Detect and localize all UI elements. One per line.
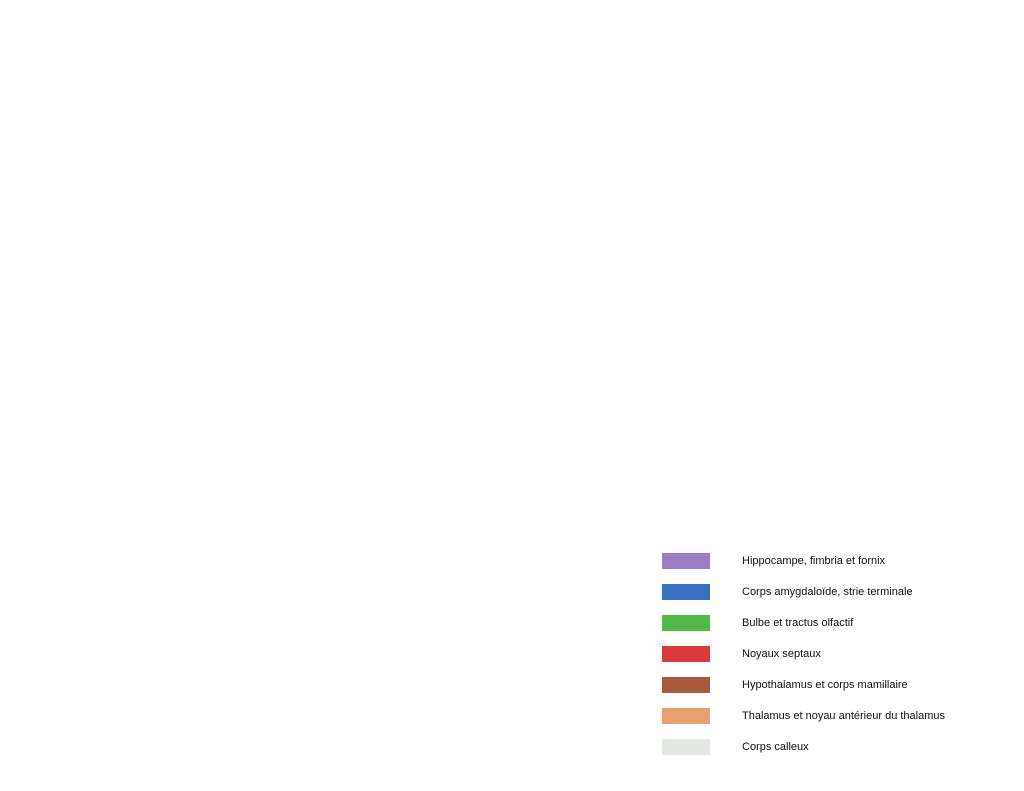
legend-label-hippocampe: Hippocampe, fimbria et fornix <box>742 555 886 567</box>
legend-item-corps-calleux: Corps calleux <box>660 738 1000 769</box>
legend-item-thalamus: Thalamus et noyau antérieur du thalamus <box>660 707 1000 738</box>
legend-swatch-thalamus <box>662 708 710 724</box>
legend-label-bulbe-olfactif: Bulbe et tractus olfactif <box>742 617 854 629</box>
legend-label-hypothalamus: Hypothalamus et corps mamillaire <box>742 679 908 691</box>
legend-label-corps-calleux: Corps calleux <box>742 741 809 753</box>
legend-item-hypothalamus: Hypothalamus et corps mamillaire <box>660 676 1000 707</box>
legend-swatch-corps-calleux <box>662 739 710 755</box>
legend-item-corps-amygdaloide: Corps amygdaloïde, strie terminale <box>660 583 1000 614</box>
legend-swatch-corps-amygdaloide <box>662 584 710 600</box>
legend-label-corps-amygdaloide: Corps amygdaloïde, strie terminale <box>742 586 913 598</box>
legend-swatch-hypothalamus <box>662 677 710 693</box>
legend: Hippocampe, fimbria et fornix Corps amyg… <box>660 552 1000 769</box>
legend-swatch-hippocampe <box>662 553 710 569</box>
legend-label-noyaux-septaux: Noyaux septaux <box>742 648 821 660</box>
legend-swatch-bulbe-olfactif <box>662 615 710 631</box>
legend-item-noyaux-septaux: Noyaux septaux <box>660 645 1000 676</box>
legend-item-bulbe-olfactif: Bulbe et tractus olfactif <box>660 614 1000 645</box>
legend-label-thalamus: Thalamus et noyau antérieur du thalamus <box>742 710 946 722</box>
legend-item-hippocampe: Hippocampe, fimbria et fornix <box>660 552 1000 583</box>
legend-swatch-noyaux-septaux <box>662 646 710 662</box>
